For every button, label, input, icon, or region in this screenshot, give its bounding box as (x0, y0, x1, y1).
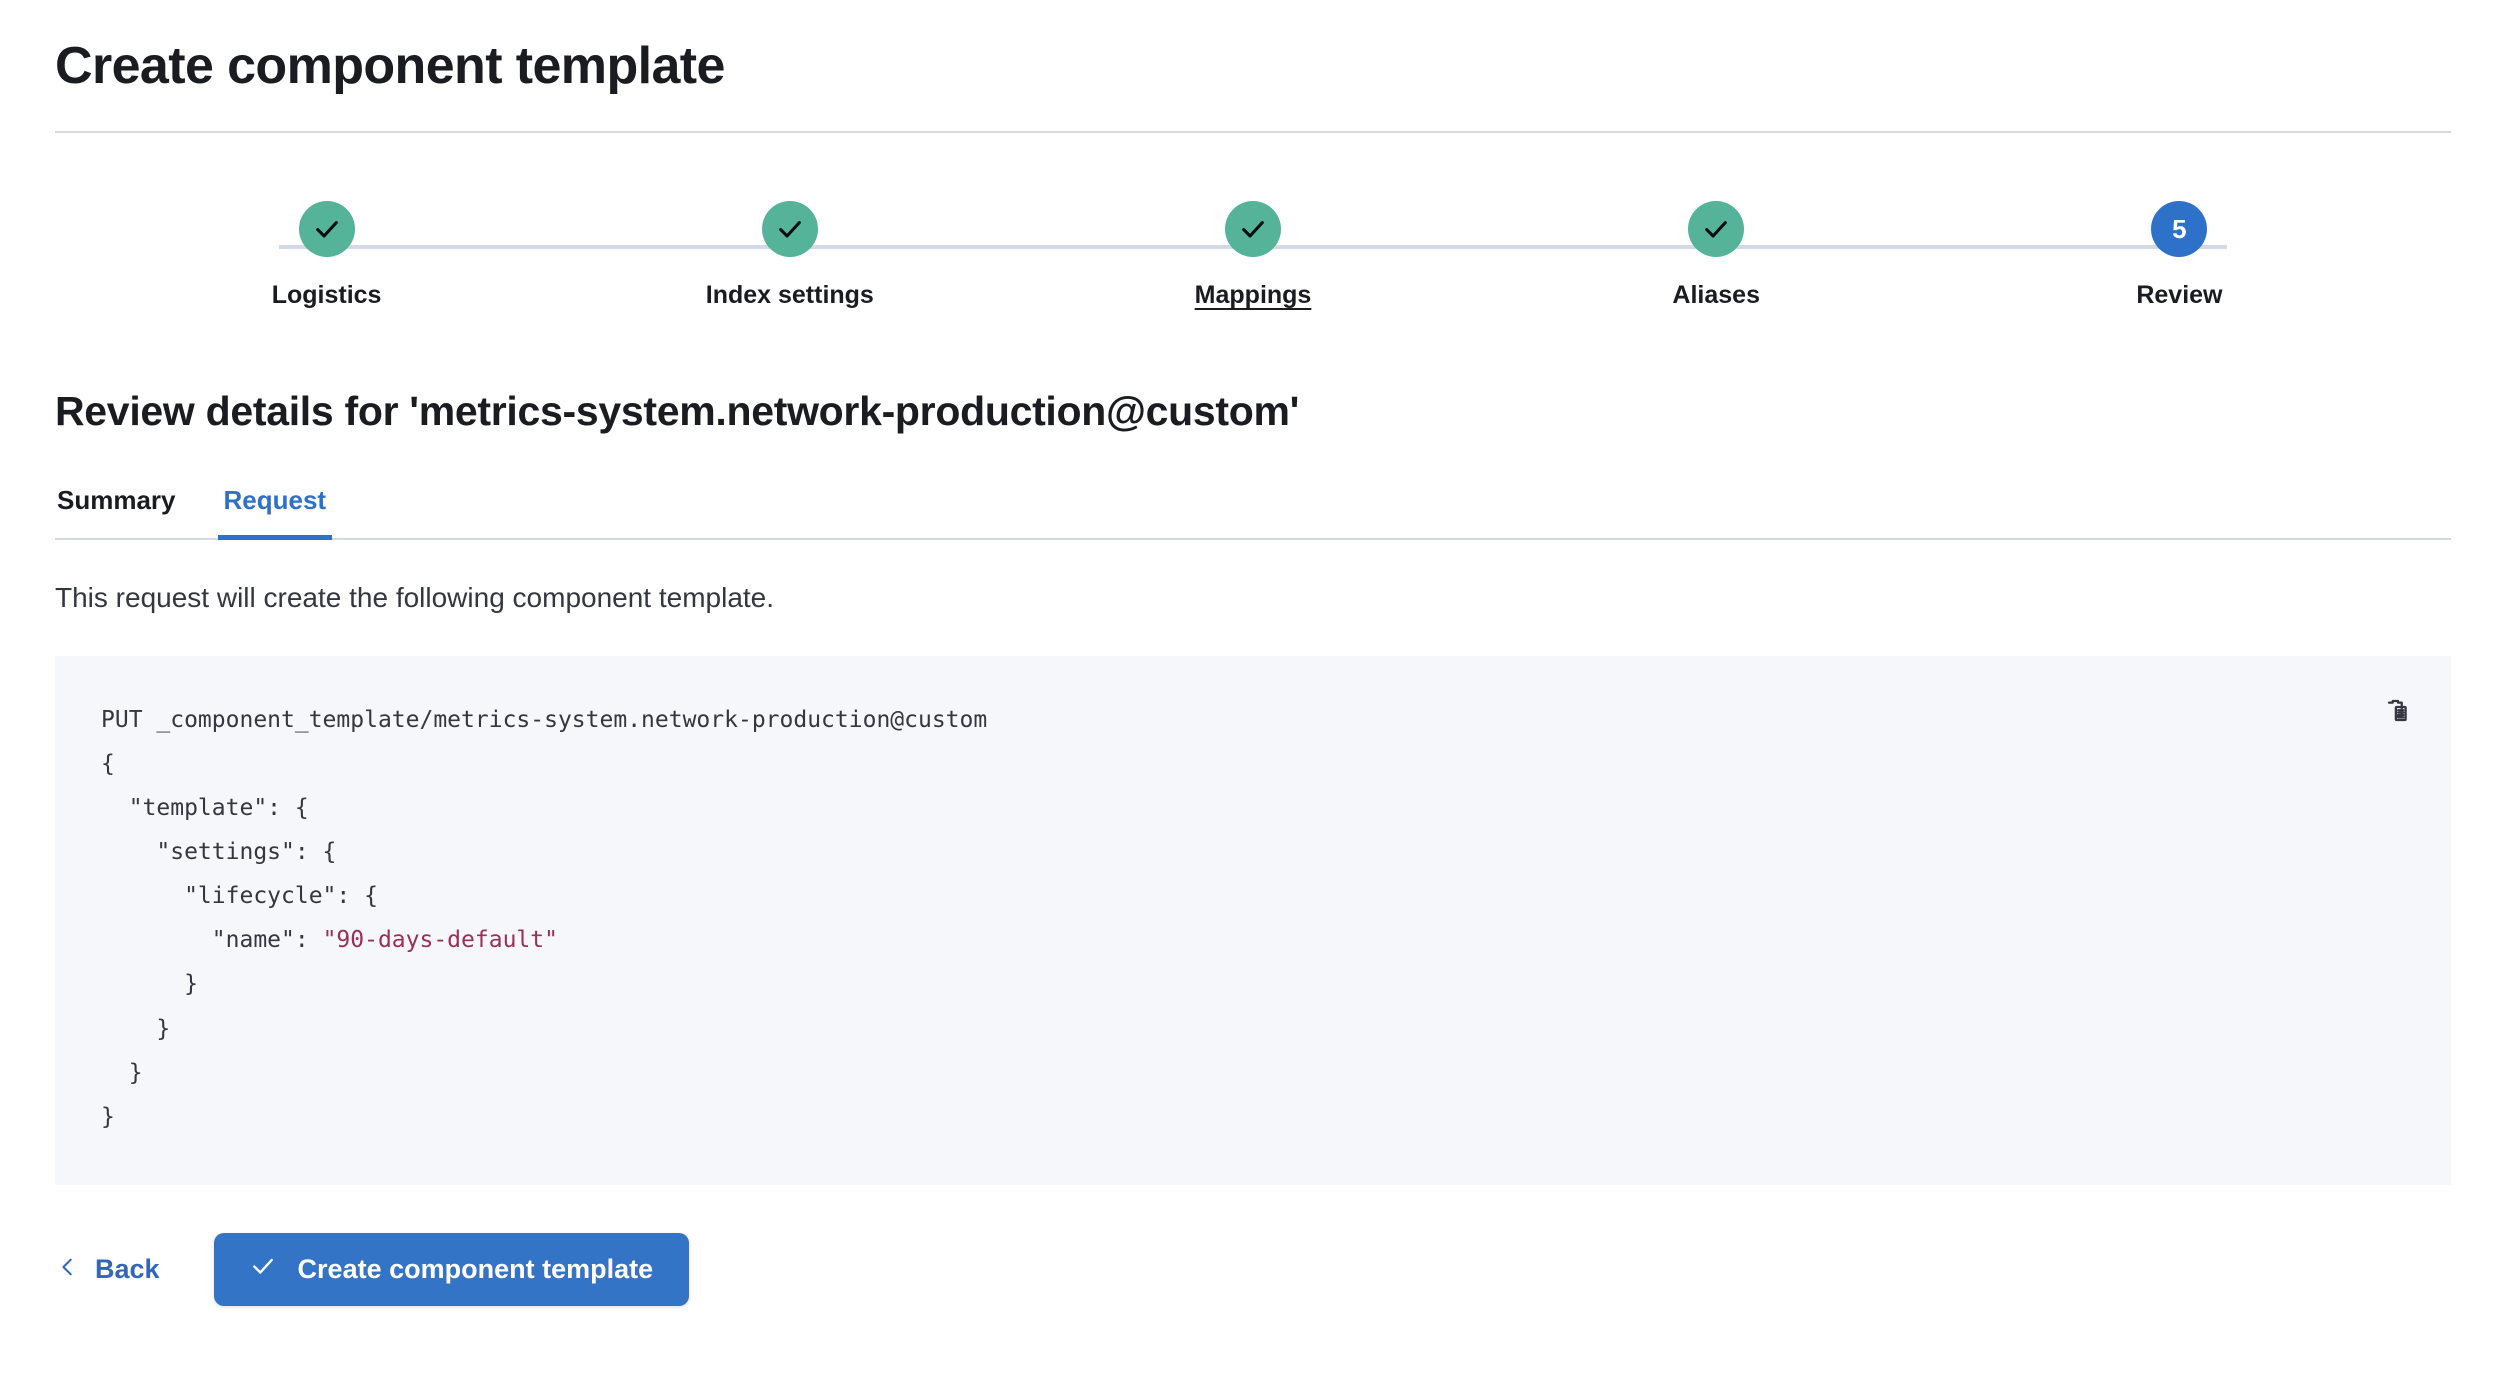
header-divider (55, 131, 2451, 134)
page-title: Create component template (55, 37, 725, 95)
step-label-mappings[interactable]: Mappings (1194, 281, 1312, 310)
step-index-settings[interactable]: Index settings (558, 201, 1021, 310)
review-tabs: Summary Request (55, 485, 2451, 541)
tab-summary[interactable]: Summary (55, 485, 178, 538)
step-status-circle (298, 201, 355, 258)
code-body-after-string: } } } } (101, 971, 198, 1130)
step-aliases[interactable]: Aliases (1485, 201, 1948, 310)
step-label-review: Review (2136, 281, 2223, 310)
code-method-line: PUT _component_template/metrics-system.n… (101, 706, 988, 733)
step-mappings[interactable]: Mappings (1021, 201, 1484, 310)
request-code-block: PUT _component_template/metrics-system.n… (55, 655, 2451, 1186)
wizard-actions: Back Create component template (55, 1233, 2451, 1307)
check-icon (313, 215, 341, 243)
check-icon (250, 1253, 276, 1286)
review-heading: Review details for 'metrics-system.netwo… (55, 388, 1300, 435)
tab-request[interactable]: Request (217, 485, 332, 541)
step-label-logistics: Logistics (271, 281, 382, 310)
step-status-circle (761, 201, 818, 258)
step-indicator: Logistics Index settings Mappings (55, 201, 2451, 310)
step-status-circle: 5 (2151, 201, 2208, 258)
clipboard-copy-icon[interactable] (2375, 688, 2423, 736)
request-description: This request will create the following c… (55, 582, 775, 614)
step-status-circle (1225, 201, 1281, 258)
check-icon (1702, 215, 1730, 243)
back-button[interactable]: Back (55, 1248, 162, 1291)
code-string-value: "90-days-default" (322, 927, 558, 954)
check-icon (1239, 215, 1267, 243)
step-review[interactable]: 5 Review (1948, 201, 2411, 310)
step-label-index-settings: Index settings (705, 281, 874, 310)
code-body-before-string: { "template": { "settings": { "lifecycle… (101, 750, 378, 954)
check-icon (776, 215, 804, 243)
step-logistics[interactable]: Logistics (95, 201, 558, 310)
request-code-content[interactable]: PUT _component_template/metrics-system.n… (101, 698, 2405, 1140)
back-button-label: Back (95, 1254, 160, 1285)
chevron-left-icon (57, 1254, 79, 1285)
create-component-template-button[interactable]: Create component template (213, 1233, 690, 1307)
create-component-template-label: Create component template (297, 1254, 654, 1285)
step-status-circle (1688, 201, 1745, 258)
step-label-aliases: Aliases (1672, 281, 1760, 310)
